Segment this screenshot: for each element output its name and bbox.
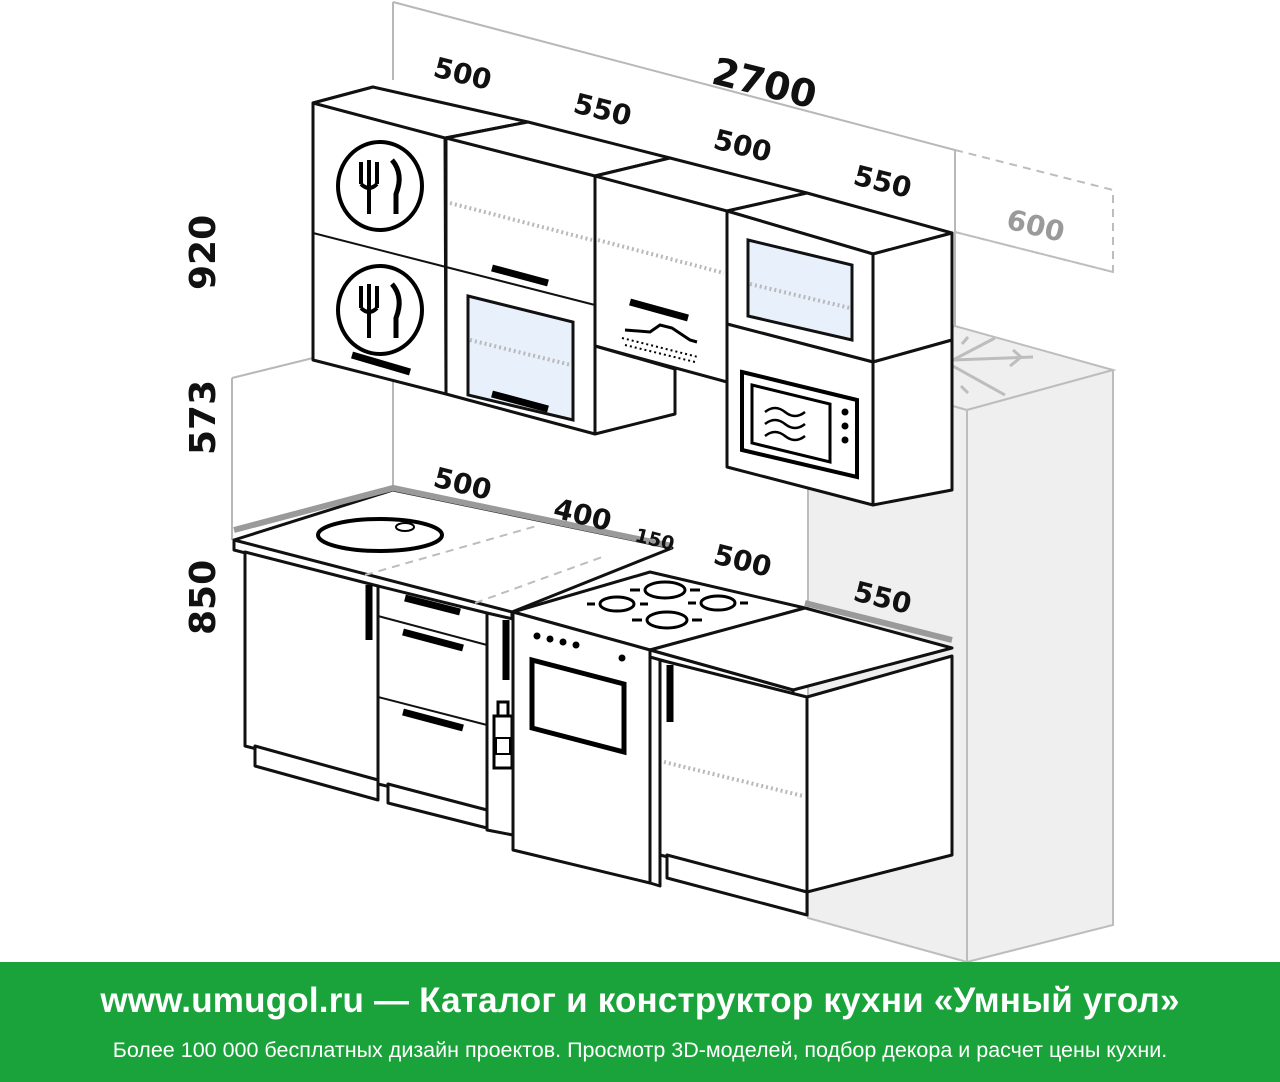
dim-upper-4: 550 — [850, 159, 915, 205]
base-drawers — [376, 584, 489, 830]
upper-cabinet-1 — [311, 85, 530, 396]
bottle-icon — [492, 700, 514, 770]
countertop-left — [232, 484, 674, 624]
fork-knife-icon — [336, 140, 424, 232]
hood-icon — [621, 323, 699, 363]
base-cabinet-1 — [243, 550, 380, 802]
upper-cabinet-3 — [593, 156, 809, 436]
dim-upper-1: 500 — [430, 51, 495, 97]
upper-cabinet-4 — [725, 191, 954, 507]
dim-height-upper: 920 — [183, 215, 224, 290]
dim-upper-3: 500 — [710, 123, 775, 169]
burners — [587, 580, 748, 630]
dim-upper-2: 550 — [570, 87, 635, 133]
sink — [316, 517, 444, 553]
kitchen-layout-diagram: 2700 500 550 500 550 600 920 573 850 500… — [183, 1, 1117, 962]
dim-fridge-depth: 600 — [1003, 203, 1068, 249]
microwave-icon — [740, 369, 859, 480]
dim-total-width: 2700 — [708, 49, 821, 117]
footer-title[interactable]: www.umugol.ru — Каталог и конструктор ку… — [100, 981, 1180, 1020]
footer-banner: www.umugol.ru — Каталог и конструктор ку… — [0, 962, 1280, 1082]
dim-height-base: 850 — [183, 560, 224, 635]
upper-cabinet-2 — [444, 120, 672, 436]
fork-knife-icon — [336, 264, 424, 356]
bottle-rack — [485, 611, 515, 837]
footer-subtitle: Более 100 000 бесплатных дизайн проектов… — [112, 1038, 1168, 1062]
dim-counter-4: 500 — [710, 538, 775, 584]
dim-height-gap: 573 — [183, 380, 224, 455]
base-cabinet-2 — [658, 654, 954, 917]
stove-knobs — [533, 632, 626, 662]
